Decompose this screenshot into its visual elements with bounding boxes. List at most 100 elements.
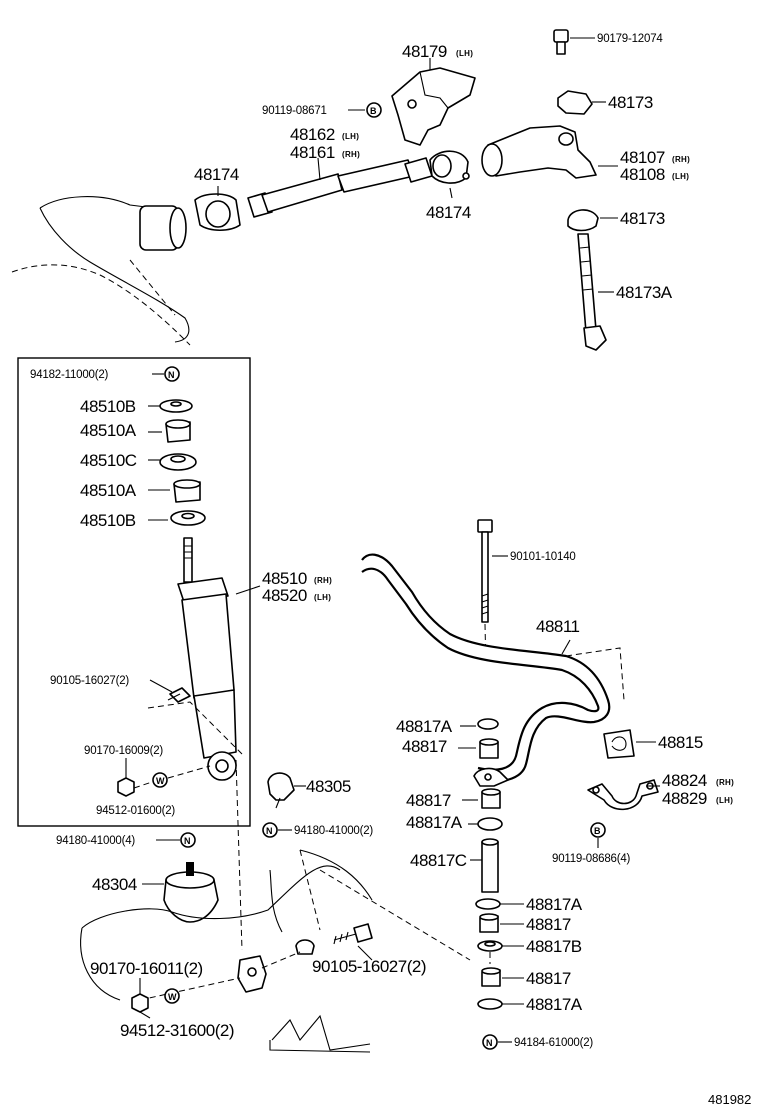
stabilizer-link-bolt-icon xyxy=(477,519,493,623)
label-94182-11000: 94182-11000(2) xyxy=(30,369,109,381)
stabilizer-bar-icon xyxy=(361,553,611,783)
cushion-48817-3 xyxy=(479,913,499,933)
torsion-bar-anchor-mid-icon xyxy=(429,150,470,184)
label-48173-mid: 48173 xyxy=(620,209,665,228)
retainer-48817A-1 xyxy=(477,718,499,730)
shock-absorber-icon xyxy=(177,537,237,781)
svg-text:N: N xyxy=(266,826,273,836)
bolt-icon-90179 xyxy=(553,29,569,55)
label-90105-16027-low: 90105-16027(2) xyxy=(312,957,426,976)
svg-text:(LH): (LH) xyxy=(342,132,359,141)
label-90119-08686: 90119-08686(4) xyxy=(552,853,631,865)
label-48162: 48162 xyxy=(290,125,335,144)
torsion-bar-anchor-left-icon xyxy=(194,193,241,232)
svg-text:(RH): (RH) xyxy=(672,155,690,164)
bump-stopper-icon xyxy=(267,772,295,809)
nut-icon-94180: N xyxy=(180,832,196,848)
label-90170-16009: 90170-16009(2) xyxy=(84,745,163,757)
label-48161: 48161 xyxy=(290,143,335,162)
nut-icon-shock xyxy=(117,777,135,797)
frame-outline-lower xyxy=(39,207,190,343)
torsion-bar-icon xyxy=(247,157,433,218)
svg-text:B: B xyxy=(594,826,601,836)
stabilizer-link-eye-icon xyxy=(473,767,509,787)
adjusting-nut-icon xyxy=(557,90,593,115)
label-48817-3: 48817 xyxy=(526,915,571,934)
label-48510A-2: 48510A xyxy=(80,481,137,500)
label-48824: 48824 xyxy=(662,771,707,790)
label-48510: 48510 xyxy=(262,569,307,588)
svg-text:(RH): (RH) xyxy=(314,576,332,585)
label-94180-41000-2: 94180-41000(2) xyxy=(294,825,373,837)
label-48304: 48304 xyxy=(92,875,137,894)
label-48817A-1: 48817A xyxy=(396,717,453,736)
label-48817C: 48817C xyxy=(410,851,467,870)
label-48520: 48520 xyxy=(262,586,307,605)
cushion-icon-2 xyxy=(173,479,201,503)
label-90101-10140: 90101-10140 xyxy=(510,551,576,563)
retainer-48817B xyxy=(477,940,503,952)
nut-icon-lower xyxy=(131,993,149,1013)
frame-outline xyxy=(39,196,171,211)
label-48179: 48179 xyxy=(402,42,447,61)
label-94184-61000: 94184-61000(2) xyxy=(514,1037,593,1049)
seat-icon xyxy=(567,209,599,232)
torsion-bar-bracket-icon xyxy=(391,67,476,146)
label-48829: 48829 xyxy=(662,789,707,808)
torsion-bar-arm-icon xyxy=(481,125,597,179)
lower-shock-bracket-icon xyxy=(237,939,315,993)
label-90119-08671: 90119-08671 xyxy=(262,105,327,117)
svg-text:(LH): (LH) xyxy=(672,172,689,181)
retainer-icon xyxy=(159,399,193,413)
svg-text:(LH): (LH) xyxy=(716,796,733,805)
svg-text:(RH): (RH) xyxy=(716,778,734,787)
nut-icon-94184: N xyxy=(482,1034,498,1050)
retainer-48817A-4 xyxy=(477,998,503,1010)
label-48817-1: 48817 xyxy=(402,737,447,756)
cushion-48817-2 xyxy=(481,788,501,809)
label-48811: 48811 xyxy=(536,617,580,636)
spacer-48817C-icon xyxy=(481,838,499,893)
svg-text:B: B xyxy=(370,106,377,116)
cushion-icon xyxy=(165,419,191,443)
cushion-48817-1 xyxy=(479,738,499,759)
shock-absorber-group-box xyxy=(17,357,251,827)
retainer-48817A-3 xyxy=(475,898,501,910)
lower-arm-outline xyxy=(81,865,341,929)
label-48815: 48815 xyxy=(658,733,703,752)
label-48510C: 48510C xyxy=(80,451,137,470)
svg-text:W: W xyxy=(168,992,177,1002)
label-94512-01600: 94512-01600(2) xyxy=(96,805,175,817)
retainer-icon-2 xyxy=(170,510,206,526)
washer-icon-lower: W xyxy=(164,988,180,1004)
label-90179-12074: 90179-12074 xyxy=(597,33,663,45)
label-48174-mid: 48174 xyxy=(426,203,471,222)
stabilizer-bushing-icon xyxy=(603,729,635,759)
label-90170-16011: 90170-16011(2) xyxy=(90,959,203,978)
cushion-48817-4 xyxy=(481,967,501,987)
torsion-bar-front-anchor xyxy=(139,205,187,251)
bolt-icon: B xyxy=(366,102,382,118)
label-48174-left: 48174 xyxy=(194,165,239,184)
diagram-reference-number: 481982 xyxy=(708,1092,751,1107)
label-48817-4: 48817 xyxy=(526,969,571,988)
label-90105-16027-box: 90105-16027(2) xyxy=(50,675,129,687)
washer-icon: W xyxy=(152,772,168,788)
label-48510B-1: 48510B xyxy=(80,397,136,416)
retainer-c-icon xyxy=(159,453,197,471)
label-48107: 48107 xyxy=(620,148,665,167)
svg-text:N: N xyxy=(486,1038,493,1048)
bolt-icon-lower xyxy=(333,923,373,945)
svg-text:(LH): (LH) xyxy=(314,593,331,602)
label-48817A-3: 48817A xyxy=(526,895,583,914)
label-48817B: 48817B xyxy=(526,937,582,956)
svg-text:W: W xyxy=(156,776,165,786)
adjusting-bolt-icon xyxy=(577,233,607,351)
label-48305: 48305 xyxy=(306,777,351,796)
label-48173A: 48173A xyxy=(616,283,673,302)
svg-text:N: N xyxy=(168,370,175,380)
bolt-icon-shock xyxy=(167,687,191,703)
label-48108: 48108 xyxy=(620,165,665,184)
nut-icon-94180-2: N xyxy=(262,822,278,838)
